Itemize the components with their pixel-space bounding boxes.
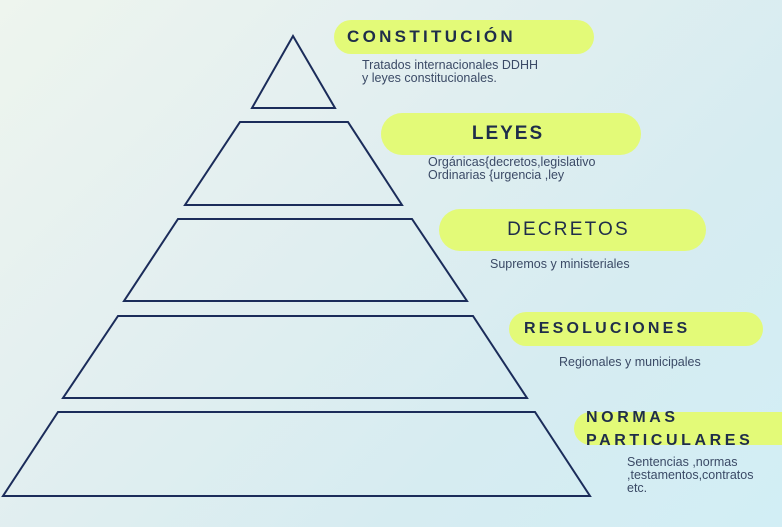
level-description-decretos: Supremos y ministeriales — [490, 258, 630, 271]
level-title: DECRETOS — [507, 219, 630, 240]
level-title-pill-leyes: LEYES — [381, 113, 641, 155]
level-title: CONSTITUCIÓN — [347, 27, 516, 46]
level-description-resoluciones: Regionales y municipales — [559, 356, 701, 369]
level-title-line: NORMAS — [586, 408, 679, 426]
description-line: y leyes constitucionales. — [362, 71, 497, 85]
description-line: ,testamentos,contratos — [627, 468, 754, 482]
level-title-pill-constitucion: CONSTITUCIÓN — [334, 20, 594, 54]
level-title: NORMAS PARTICULARES — [586, 406, 753, 452]
pyramid-tier-1 — [250, 33, 337, 109]
pyramid-tier-3 — [122, 218, 469, 302]
level-title-pill-normas-particulares: NORMAS PARTICULARES — [574, 409, 782, 449]
level-description-normas-particulares: Sentencias ,normas ,testamentos,contrato… — [627, 456, 753, 495]
description-line: Orgánicas{decretos,legislativo — [428, 155, 596, 169]
level-title: LEYES — [471, 123, 545, 144]
level-title-pill-resoluciones: RESOLUCIONES — [509, 312, 763, 346]
description-line: Supremos y ministeriales — [490, 257, 630, 271]
description-line: Ordinarias {urgencia ,ley — [428, 168, 565, 182]
level-title-line: PARTICULARES — [586, 431, 754, 449]
pyramid-tier-5 — [1, 411, 592, 497]
pyramid-tier-2 — [183, 121, 404, 206]
level-description-leyes: Orgánicas{decretos,legislativo Ordinaria… — [428, 156, 595, 182]
level-title-pill-decretos: DECRETOS — [439, 209, 706, 251]
pyramid-tier-4 — [61, 315, 529, 399]
description-line: etc. — [627, 481, 648, 495]
level-description-constitucion: Tratados internacionales DDHH y leyes co… — [362, 59, 538, 85]
description-line: Sentencias ,normas — [627, 455, 738, 469]
level-title: RESOLUCIONES — [524, 320, 691, 337]
description-line: Regionales y municipales — [559, 355, 701, 369]
description-line: Tratados internacionales DDHH — [362, 58, 539, 72]
